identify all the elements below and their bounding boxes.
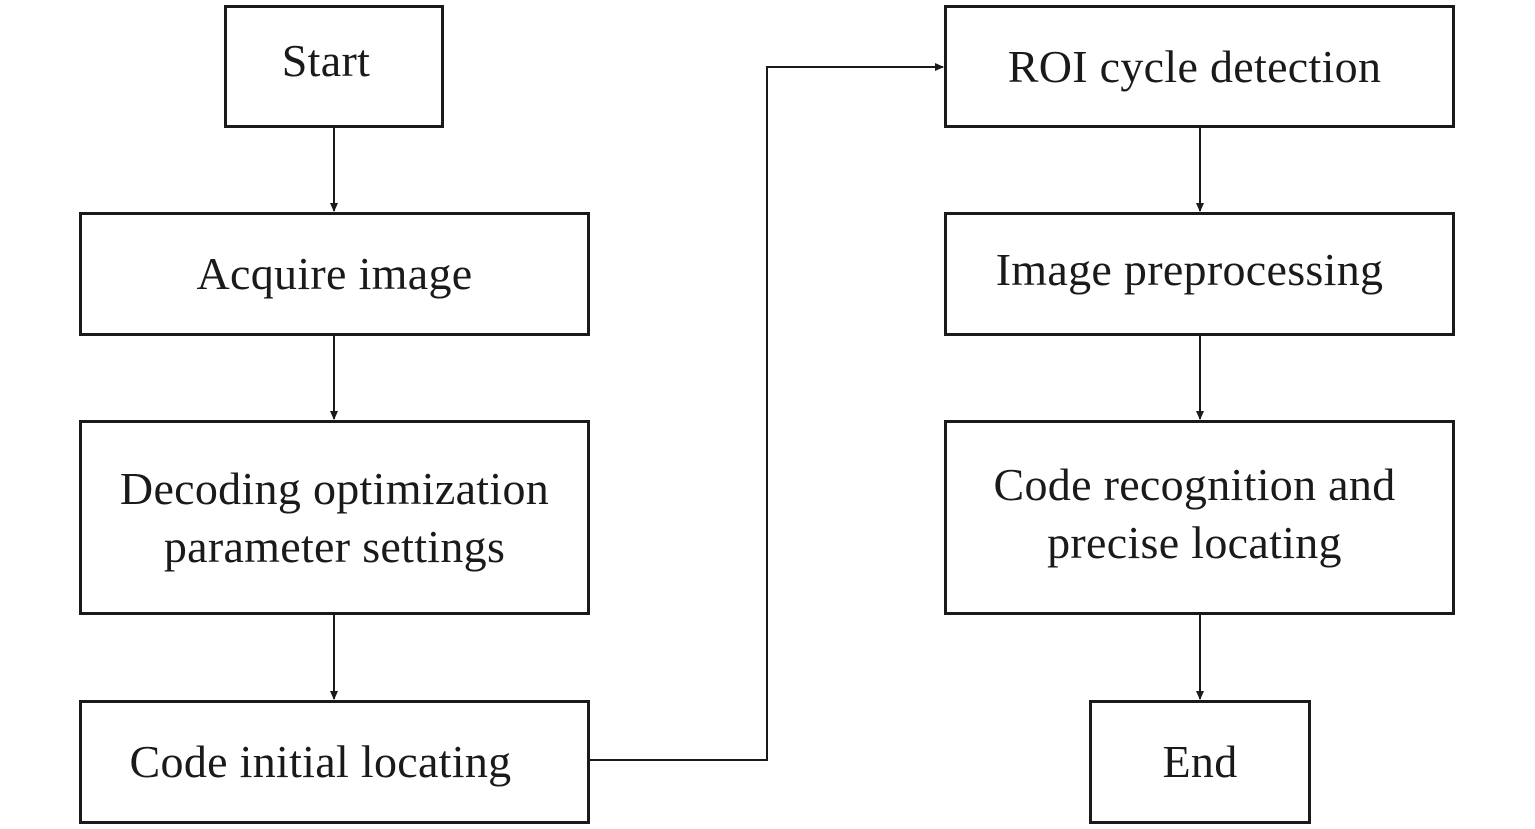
acquire-image-label: Acquire image bbox=[196, 248, 473, 299]
code-recognition-label: Code recognition and precise locating bbox=[993, 458, 1396, 568]
end-node: End bbox=[1089, 700, 1311, 824]
decoding-optimization-label: Decoding optimization parameter settings bbox=[119, 462, 550, 572]
acquire-image-node: Acquire image bbox=[79, 212, 590, 336]
start-node: Start bbox=[224, 5, 444, 128]
roi-cycle-detection-node: ROI cycle detection bbox=[944, 5, 1455, 128]
image-preprocessing-label: Image preprocessing bbox=[995, 244, 1384, 295]
roi-cycle-detection-label: ROI cycle detection bbox=[1007, 40, 1382, 92]
start-node-label: Start bbox=[281, 34, 371, 86]
code-initial-locating-label: Code initial locating bbox=[129, 736, 512, 787]
end-node-label: End bbox=[1162, 736, 1238, 787]
image-preprocessing-node: Image preprocessing bbox=[944, 212, 1455, 336]
arrow-initial-to-roi bbox=[590, 63, 944, 761]
code-recognition-node: Code recognition and precise locating bbox=[944, 420, 1455, 615]
decoding-optimization-node: Decoding optimization parameter settings bbox=[79, 420, 590, 615]
code-initial-locating-node: Code initial locating bbox=[79, 700, 590, 824]
